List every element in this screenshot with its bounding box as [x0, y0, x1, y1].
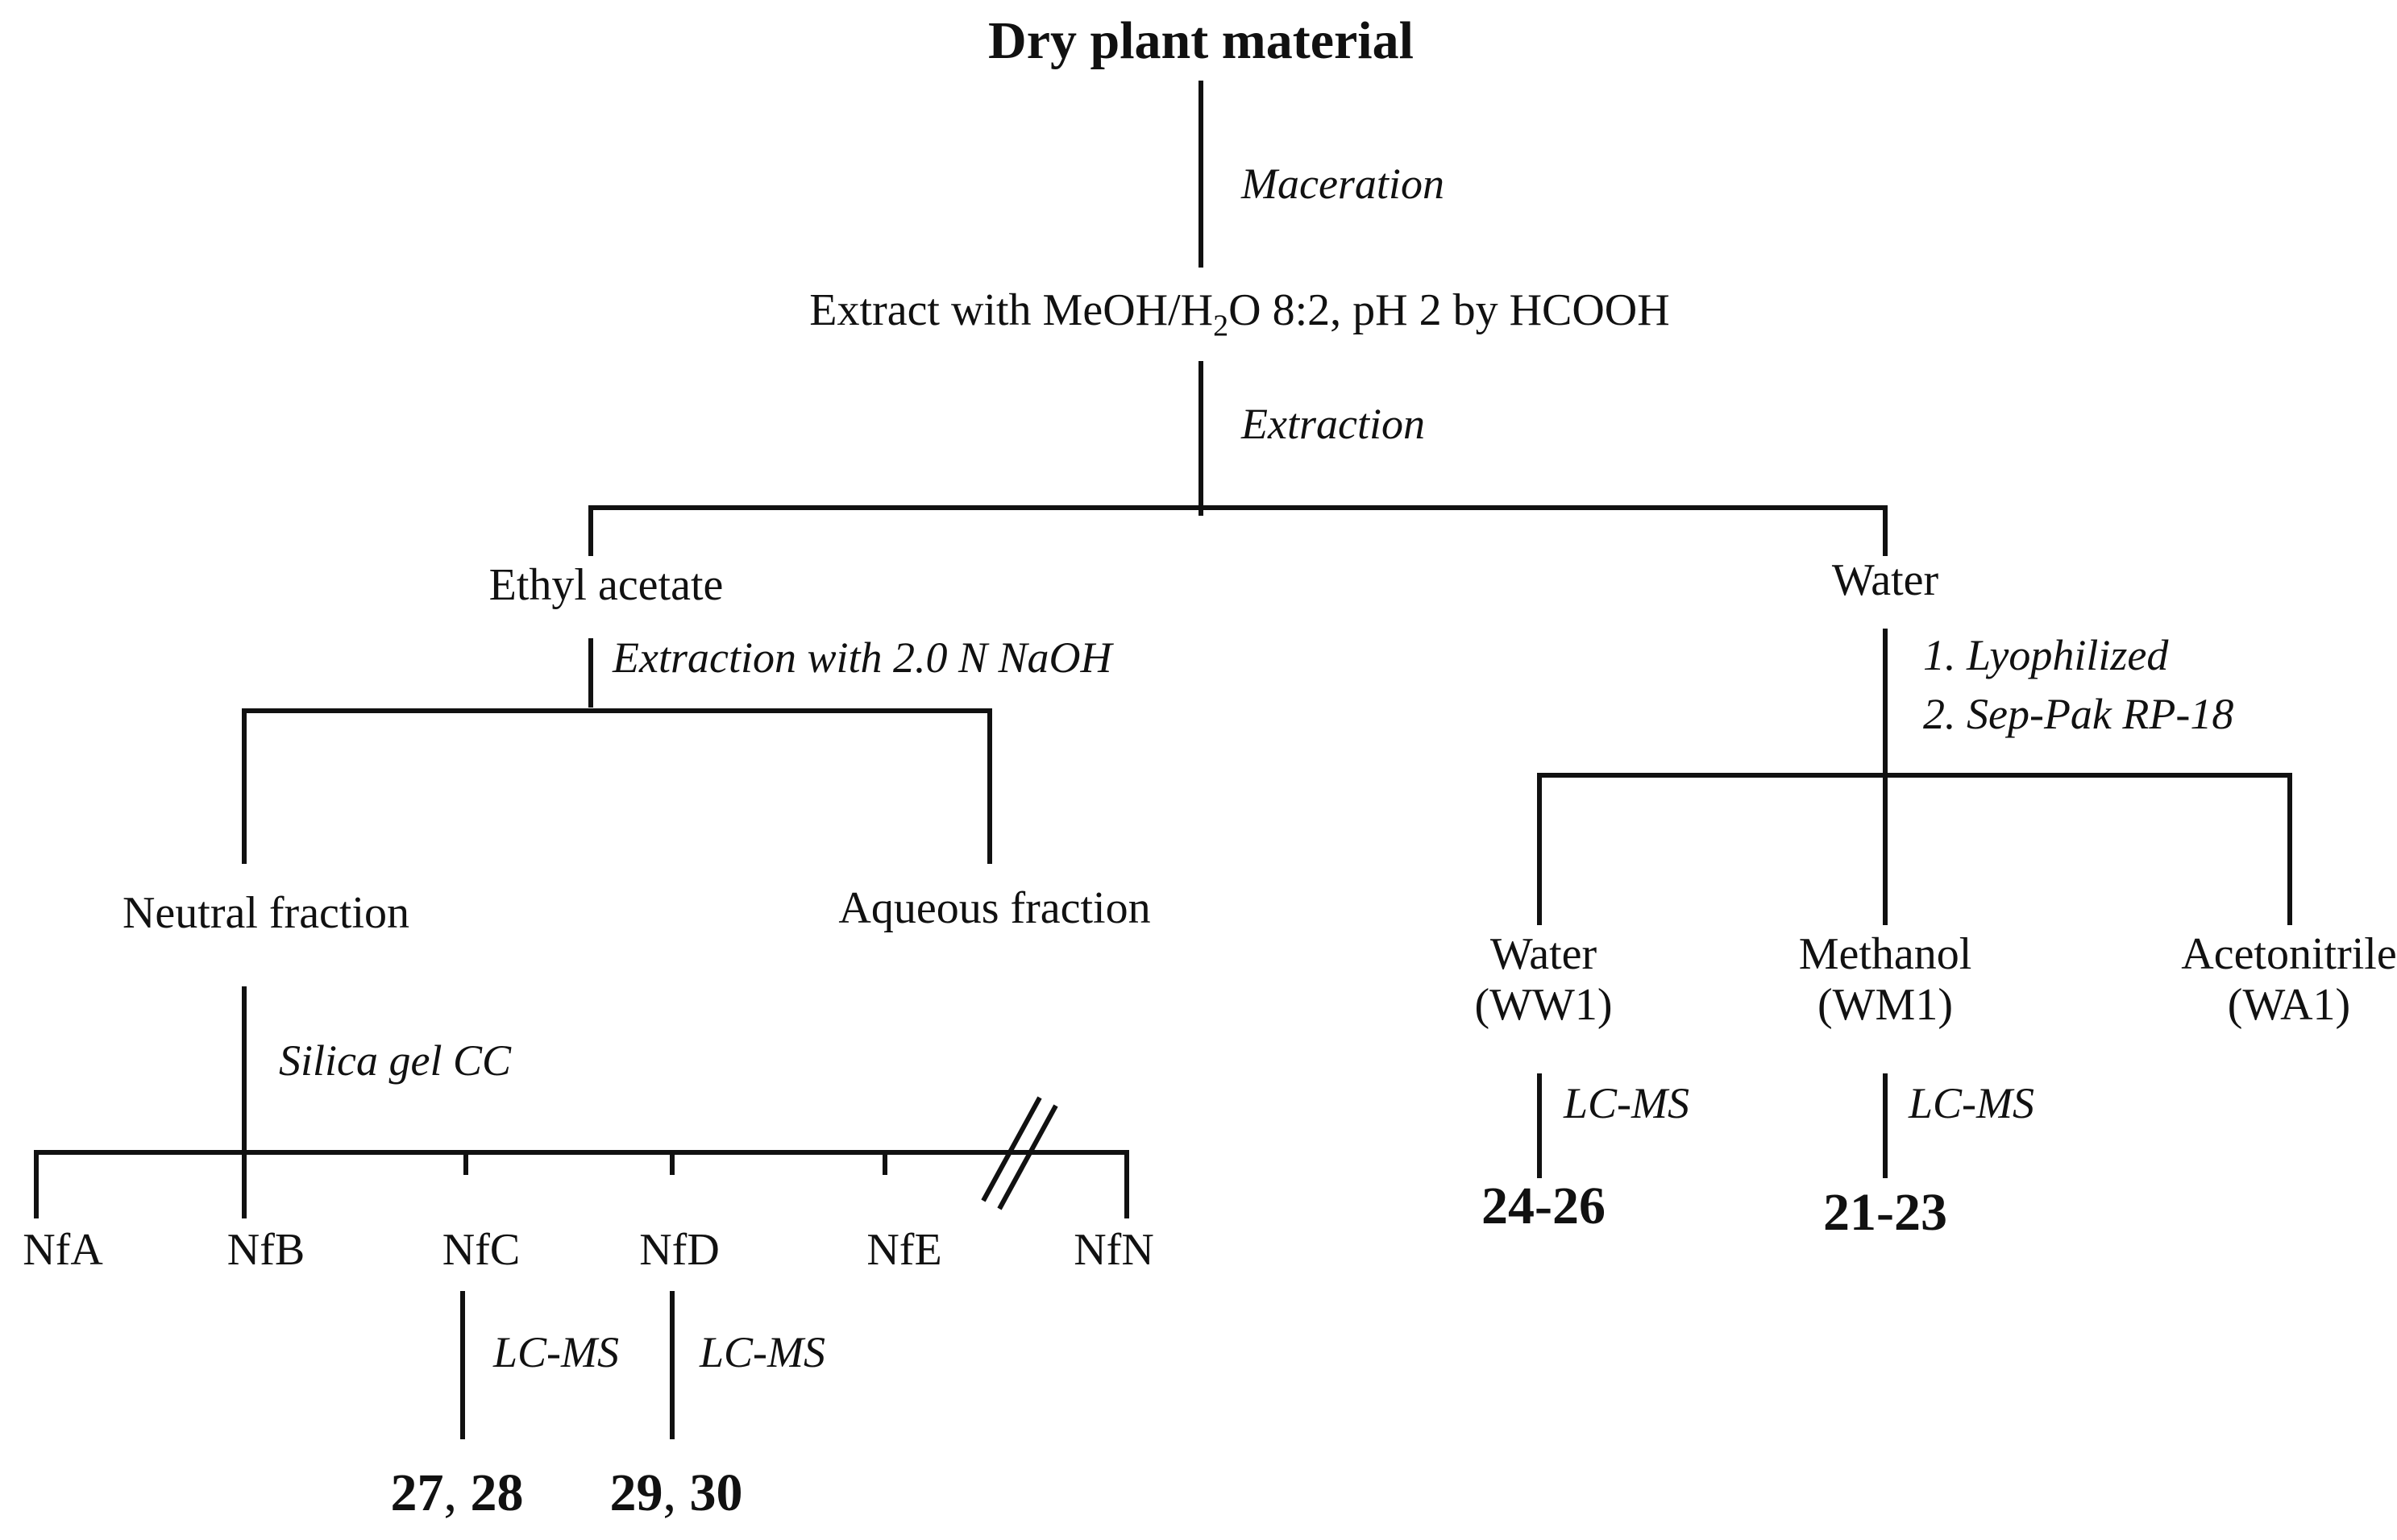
step-lcms-nfc: LC-MS — [493, 1328, 620, 1376]
compound-28: 28 — [470, 1463, 524, 1522]
ww1-name: Water — [1489, 929, 1597, 979]
fraction-nfc: NfC — [442, 1225, 521, 1275]
step-lyophilize-seppak: 1. Lyophilized 2. Sep-Pak RP-18 — [1923, 626, 2233, 744]
extract-label-pre: Extract with MeOH/H — [809, 285, 1214, 335]
node-dry-plant-material-label: Dry plant material — [988, 11, 1414, 70]
compounds-ww1: 24-26 — [1481, 1177, 1606, 1235]
fraction-nfe: NfE — [866, 1225, 942, 1275]
compound-27: 27 — [390, 1463, 444, 1522]
compounds-wm1: 21-23 — [1823, 1183, 1947, 1242]
compound-30: 30 — [689, 1463, 743, 1522]
wm1-code: (WM1) — [1817, 979, 1953, 1030]
step-maceration: Maceration — [1241, 160, 1444, 208]
node-ethyl-acetate: Ethyl acetate — [488, 560, 724, 610]
fraction-nfn: NfN — [1074, 1225, 1154, 1275]
node-wa1: Acetonitrile (WA1) — [2181, 929, 2396, 1030]
extract-label-post: O 8:2, pH 2 by HCOOH — [1228, 285, 1670, 335]
node-extract: Extract with MeOH/H2O 8:2, pH 2 by HCOOH — [809, 285, 1670, 342]
break-mark-1 — [981, 1096, 1042, 1202]
step-naoh-extraction: Extraction with 2.0 N NaOH — [613, 633, 1112, 682]
step-sep-pak: 2. Sep-Pak RP-18 — [1923, 689, 2234, 738]
extract-label-subscript: 2 — [1213, 309, 1229, 343]
step-lcms-wm1: LC-MS — [1909, 1079, 2035, 1127]
step-lyophilized: 1. Lyophilized — [1923, 631, 2169, 679]
node-aqueous-fraction: Aqueous fraction — [838, 883, 1151, 933]
fraction-nfa: NfA — [23, 1225, 103, 1275]
node-dry-plant-material: Dry plant material — [988, 13, 1414, 68]
break-mark-2 — [997, 1104, 1058, 1210]
compounds-nfd: 29, 30 — [610, 1465, 743, 1521]
ww1-code: (WW1) — [1474, 979, 1613, 1030]
fraction-nfd: NfD — [639, 1225, 720, 1275]
node-neutral-fraction: Neutral fraction — [122, 888, 410, 938]
step-silica-gel: Silica gel CC — [279, 1036, 511, 1085]
step-lcms-nfd: LC-MS — [700, 1328, 826, 1376]
wa1-code: (WA1) — [2227, 979, 2351, 1030]
wm1-name: Methanol — [1798, 929, 1972, 979]
wa1-name: Acetonitrile — [2181, 929, 2397, 979]
node-ww1: Water (WW1) — [1474, 929, 1612, 1030]
compound-separator: , — [663, 1463, 690, 1522]
fraction-nfb: NfB — [226, 1225, 305, 1275]
step-lcms-ww1: LC-MS — [1564, 1079, 1690, 1127]
node-wm1: Methanol (WM1) — [1799, 929, 1972, 1030]
compounds-nfc: 27, 28 — [391, 1465, 524, 1521]
compound-29: 29 — [609, 1463, 663, 1522]
step-extraction: Extraction — [1241, 400, 1425, 448]
compound-separator: , — [443, 1463, 471, 1522]
node-water: Water — [1831, 555, 1939, 605]
